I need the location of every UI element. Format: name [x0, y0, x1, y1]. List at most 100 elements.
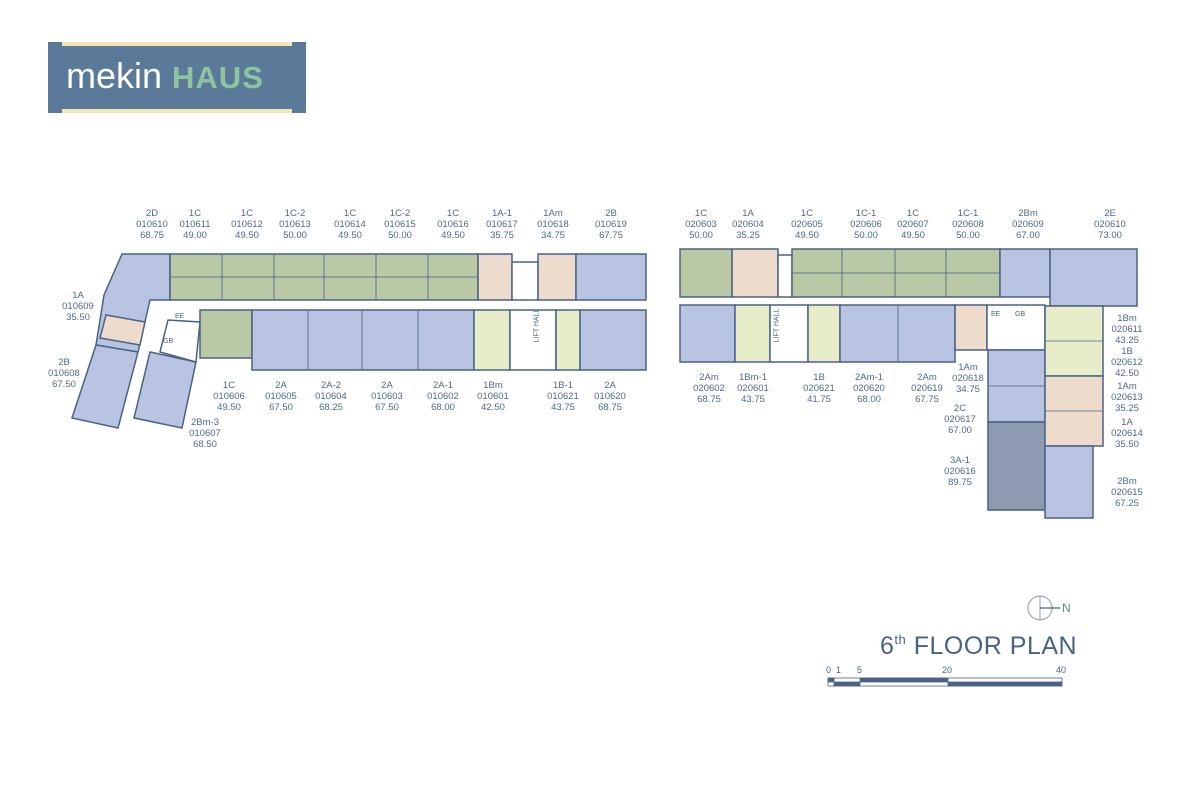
- unit-code: 020611: [1111, 324, 1143, 335]
- lift-hall-label-1: LIFT HALL: [533, 308, 541, 343]
- unit-020621[interactable]: [807, 304, 841, 363]
- unit-area: 67.00: [1016, 230, 1040, 241]
- unit-020602[interactable]: [679, 304, 736, 363]
- unit-010606[interactable]: [199, 309, 253, 359]
- unit-type: 2B: [58, 357, 70, 368]
- unit-code: 020607: [897, 219, 929, 230]
- unit-type: 2A: [275, 380, 287, 391]
- unit-type: 1C: [446, 208, 460, 219]
- logo-brand-left: mekin: [66, 55, 163, 96]
- unit-code: 020604: [732, 219, 764, 230]
- unit-type: 1Bm-1: [739, 372, 767, 383]
- unit-code: 020606: [850, 219, 882, 230]
- stair-2: [777, 254, 793, 298]
- unit-area: 49.50: [217, 402, 241, 413]
- unit-area: 68.75: [598, 402, 622, 413]
- unit-code: 020620: [853, 383, 885, 394]
- units-2am-bottom-row[interactable]: [839, 304, 956, 363]
- unit-type: 1A-1: [491, 208, 513, 219]
- floor-plan-title: 6th FLOOR PLAN: [880, 632, 1077, 661]
- unit-020616[interactable]: [987, 421, 1046, 511]
- unit-020601[interactable]: [734, 304, 771, 363]
- unit-area: 50.00: [388, 230, 412, 241]
- unit-type: 1A: [742, 208, 754, 219]
- unit-code: 020609: [1012, 219, 1044, 230]
- ee-label-1: EE: [175, 313, 185, 320]
- unit-type: 2Bm-3: [191, 417, 219, 428]
- unit-area: 43.25: [1115, 335, 1139, 346]
- unit-type: 1C-2: [284, 208, 306, 219]
- units-2a-bottom-row[interactable]: [251, 309, 475, 371]
- unit-type: 1Am: [958, 362, 978, 373]
- unit-code: 010619: [595, 219, 627, 230]
- unit-area: 49.50: [901, 230, 925, 241]
- unit-type: 1C: [800, 208, 814, 219]
- unit-type: 1A: [72, 290, 84, 301]
- unit-020609[interactable]: [999, 248, 1051, 298]
- unit-020618[interactable]: [954, 304, 988, 351]
- unit-010618[interactable]: [537, 253, 577, 301]
- unit-area: 49.50: [235, 230, 259, 241]
- unit-code: 010616: [437, 219, 469, 230]
- unit-area: 68.50: [193, 439, 217, 450]
- unit-code: 020602: [693, 383, 725, 394]
- unit-type: 1B: [813, 372, 825, 383]
- unit-type: 1B-1: [552, 380, 574, 391]
- unit-area: 43.75: [551, 402, 575, 413]
- unit-area: 42.50: [1115, 368, 1139, 379]
- unit-type: 1Am: [1117, 381, 1137, 392]
- unit-010608[interactable]: [71, 344, 139, 429]
- unit-020603[interactable]: [679, 248, 733, 298]
- scale-tick-40: 40: [1056, 665, 1067, 675]
- unit-area: 50.00: [689, 230, 713, 241]
- unit-code: 020610: [1094, 219, 1126, 230]
- floor-title-text: FLOOR PLAN: [913, 632, 1078, 660]
- unit-code: 020613: [1111, 392, 1143, 403]
- unit-010617[interactable]: [477, 253, 513, 301]
- unit-010601[interactable]: [473, 309, 511, 371]
- unit-type: 3A-1: [949, 455, 971, 466]
- unit-code: 010608: [48, 368, 80, 379]
- unit-010621[interactable]: [555, 309, 581, 371]
- north-label: N: [1062, 601, 1071, 615]
- ee-label-2: EE: [991, 311, 1001, 318]
- unit-area: 68.75: [140, 230, 164, 241]
- unit-type: 1B: [1121, 346, 1133, 357]
- unit-type: 1C: [694, 208, 708, 219]
- stair-1: [511, 261, 539, 301]
- unit-type: 2A-2: [320, 380, 342, 391]
- unit-020604[interactable]: [731, 248, 779, 298]
- unit-code: 020618: [952, 373, 984, 384]
- unit-type: 1C: [222, 380, 236, 391]
- gb-label-2: GB: [1015, 311, 1026, 318]
- unit-area: 50.00: [283, 230, 307, 241]
- unit-type: 2C: [953, 403, 967, 414]
- unit-010607[interactable]: [133, 351, 197, 429]
- unit-010620[interactable]: [579, 309, 647, 371]
- unit-code: 020621: [803, 383, 835, 394]
- unit-010619[interactable]: [575, 253, 647, 301]
- lift-hall-1: [509, 309, 557, 371]
- unit-020610[interactable]: [1049, 248, 1138, 307]
- unit-code: 010618: [537, 219, 569, 230]
- unit-code: 010605: [265, 391, 297, 402]
- unit-code: 020619: [911, 383, 943, 394]
- unit-020615[interactable]: [1044, 445, 1094, 519]
